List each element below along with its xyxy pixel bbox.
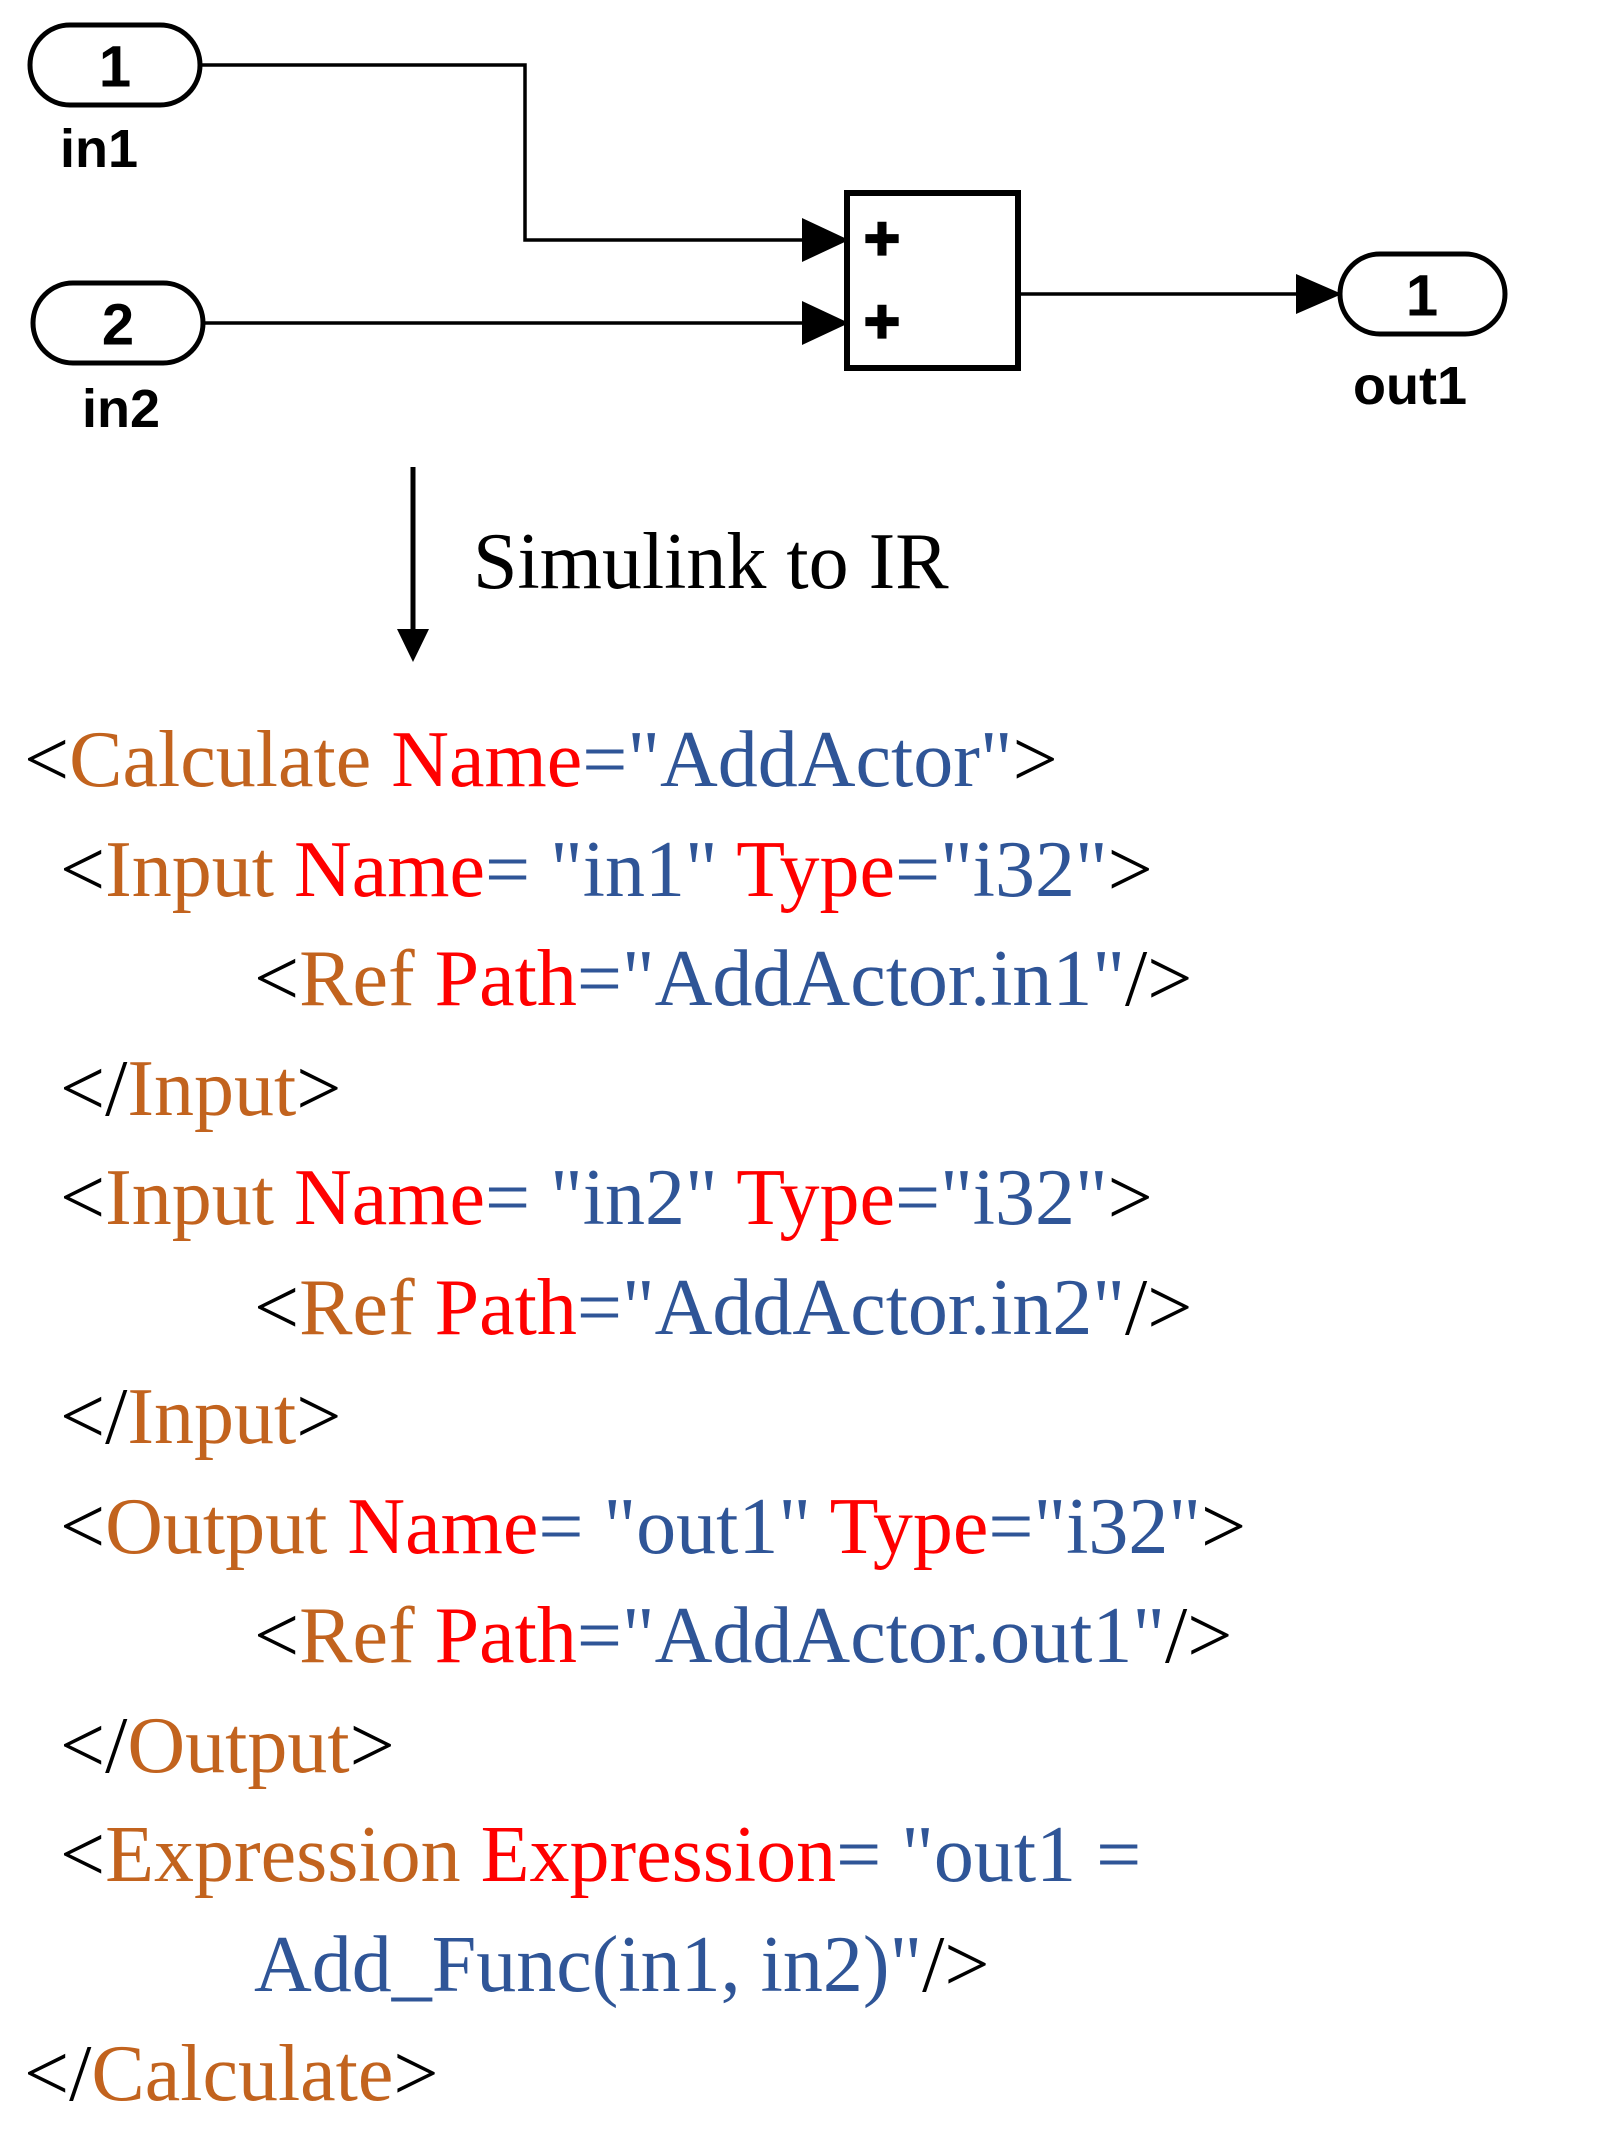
adder-plus-bottom: + — [864, 288, 900, 357]
xml-attr-segment: Path — [414, 1263, 577, 1352]
xml-tag-segment: Input — [105, 1154, 274, 1242]
xml-code-line: <Ref Path="AddActor.out1"/> — [0, 1582, 1604, 1692]
xml-code-line: </Output> — [0, 1692, 1604, 1802]
xml-attr-segment: Type — [717, 1154, 896, 1242]
outport-out1: 1 out1 — [1337, 251, 1508, 416]
xml-attr-segment: Type — [811, 1482, 989, 1571]
xml-value-segment: = "out1 = — [836, 1811, 1142, 1899]
arrowhead-out1-icon — [1296, 274, 1342, 314]
xml-bracket-segment: < — [60, 1482, 106, 1571]
xml-tag-segment: Calculate — [91, 2030, 394, 2118]
xml-bracket-segment: </ — [60, 1701, 128, 1790]
xml-tag-segment: Input — [127, 1044, 297, 1133]
xml-bracket-segment: > — [1107, 1154, 1153, 1242]
xml-bracket-segment: </ — [60, 1373, 128, 1461]
arrowhead-in2-icon — [802, 301, 849, 345]
xml-attr-segment: Name — [327, 1482, 539, 1571]
xml-attr-segment: Name — [274, 1154, 486, 1242]
transform-arrow-label: Simulink to IR — [473, 518, 949, 606]
xml-bracket-segment: > — [1107, 825, 1153, 914]
inport-in1-label: in1 — [60, 119, 138, 179]
xml-code-line: <Ref Path="AddActor.in2"/> — [0, 1254, 1604, 1364]
xml-value-segment: Add_Func(in1, in2)" — [254, 1920, 923, 2009]
xml-value-segment: ="AddActor.out1" — [576, 1592, 1166, 1680]
xml-bracket-segment: > — [393, 2030, 439, 2118]
xml-value-segment: ="i32" — [895, 825, 1108, 914]
xml-code-line: Add_Func(in1, in2)"/> — [0, 1911, 1604, 2021]
transform-arrowhead-icon — [397, 629, 429, 662]
xml-bracket-segment: < — [254, 935, 300, 1023]
xml-tag-segment: Ref — [299, 1592, 415, 1680]
xml-ir-code: <Calculate Name="AddActor"><Input Name= … — [0, 706, 1604, 2130]
xml-bracket-segment: < — [254, 1592, 300, 1680]
wire-in1-to-adder — [200, 63, 803, 242]
inport-in1: 1 in1 — [27, 22, 203, 179]
xml-code-line: </Calculate> — [0, 2020, 1604, 2130]
xml-bracket-segment: /> — [1125, 1263, 1193, 1352]
xml-bracket-segment: > — [1201, 1482, 1247, 1571]
adder-plus-top: + — [864, 205, 900, 274]
xml-bracket-segment: < — [254, 1263, 300, 1352]
arrowhead-in1-icon — [802, 218, 849, 262]
xml-attr-segment: Type — [717, 825, 896, 914]
outport-out1-number: 1 — [1406, 264, 1438, 329]
inport-in1-number: 1 — [99, 35, 131, 100]
xml-tag-segment: Input — [127, 1373, 297, 1461]
adder-block-shape — [844, 190, 1021, 371]
xml-bracket-segment: /> — [1125, 935, 1193, 1023]
xml-tag-segment: Expression — [105, 1811, 461, 1899]
xml-code-line: </Input> — [0, 1035, 1604, 1145]
xml-bracket-segment: > — [296, 1044, 342, 1133]
transform-arrow — [397, 467, 429, 662]
xml-bracket-segment: > — [296, 1373, 342, 1461]
xml-attr-segment: Name — [274, 825, 486, 914]
xml-bracket-segment: /> — [1165, 1592, 1233, 1680]
xml-code-line: </Input> — [0, 1363, 1604, 1473]
xml-bracket-segment: > — [349, 1701, 395, 1790]
xml-bracket-segment: < — [60, 1811, 106, 1899]
xml-code-line: <Input Name= "in1" Type="i32"> — [0, 816, 1604, 926]
xml-code-line: <Calculate Name="AddActor"> — [0, 706, 1604, 816]
xml-code-line: <Input Name= "in2" Type="i32"> — [0, 1144, 1604, 1254]
xml-code-line: <Ref Path="AddActor.in1"/> — [0, 925, 1604, 1035]
xml-tag-segment: Ref — [299, 1263, 415, 1352]
xml-value-segment: ="AddActor" — [582, 716, 1013, 804]
simulink-block-diagram: 1 in1 2 in2 + + 1 out1 — [27, 22, 1508, 662]
xml-value-segment: ="AddActor.in1" — [576, 935, 1126, 1023]
outport-out1-shape — [1337, 251, 1508, 337]
xml-bracket-segment: </ — [60, 1044, 128, 1133]
xml-tag-segment: Input — [105, 825, 274, 914]
inport-in2-label: in2 — [82, 379, 160, 439]
xml-tag-segment: Output — [127, 1701, 350, 1790]
xml-value-segment: ="i32" — [895, 1154, 1108, 1242]
xml-tag-segment: Ref — [299, 935, 415, 1023]
xml-attr-segment: Path — [414, 1592, 577, 1680]
xml-attr-segment: Expression — [460, 1811, 837, 1899]
outport-out1-label: out1 — [1353, 356, 1467, 416]
xml-value-segment: = "in2" — [485, 1154, 718, 1242]
xml-code-line: <Output Name= "out1" Type="i32"> — [0, 1473, 1604, 1583]
inport-in2-number: 2 — [102, 293, 134, 358]
xml-value-segment: = "out1" — [538, 1482, 812, 1571]
xml-attr-segment: Path — [414, 935, 577, 1023]
xml-value-segment: ="AddActor.in2" — [576, 1263, 1126, 1352]
inport-in2: 2 in2 — [30, 280, 206, 439]
xml-value-segment: ="i32" — [988, 1482, 1202, 1571]
xml-bracket-segment: < — [24, 716, 70, 804]
xml-attr-segment: Name — [371, 716, 583, 804]
adder-block: + + — [844, 190, 1021, 371]
xml-tag-segment: Output — [105, 1482, 328, 1571]
xml-bracket-segment: > — [1012, 716, 1058, 804]
xml-bracket-segment: < — [60, 1154, 106, 1242]
xml-value-segment: = "in1" — [485, 825, 718, 914]
xml-bracket-segment: </ — [24, 2030, 92, 2118]
xml-bracket-segment: < — [60, 825, 106, 914]
xml-code-line: <Expression Expression= "out1 = — [0, 1801, 1604, 1911]
xml-bracket-segment: /> — [922, 1920, 990, 2009]
xml-tag-segment: Calculate — [69, 716, 372, 804]
